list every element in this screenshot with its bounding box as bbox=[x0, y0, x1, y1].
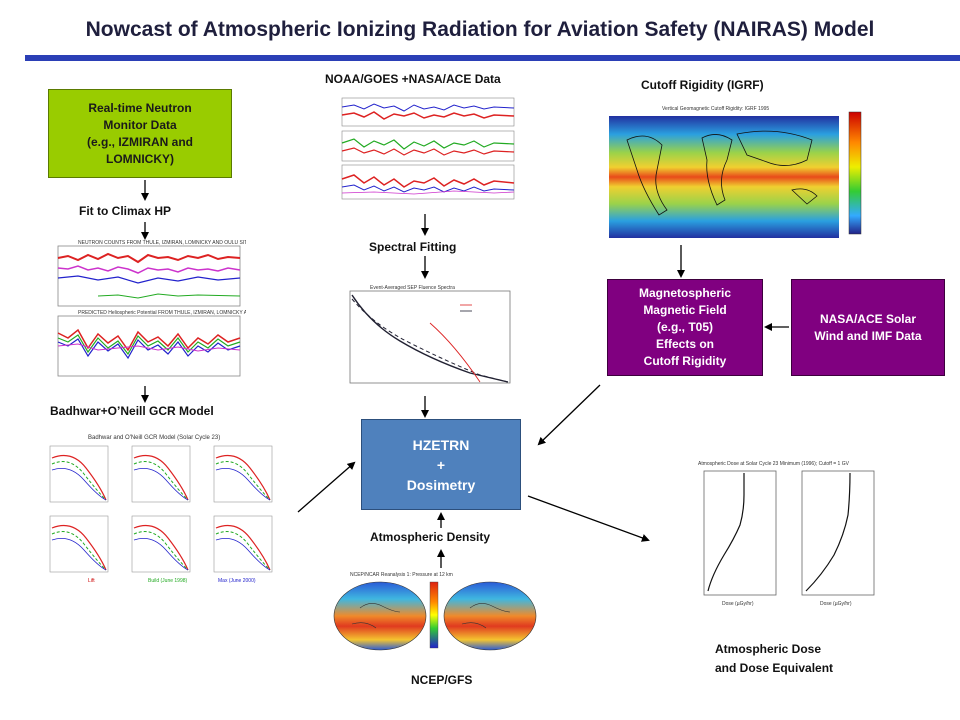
spectral-fit-plot: Event-Averaged SEP Fluence Spectra bbox=[330, 283, 520, 395]
svg-text:Event-Averaged SEP Fluence Spe: Event-Averaged SEP Fluence Spectra bbox=[370, 285, 455, 291]
magnetosphere-box: Magnetospheric Magnetic Field (e.g., T05… bbox=[607, 279, 763, 376]
gcr-model-plots: Badhwar and O'Neill GCR Model (Solar Cyc… bbox=[38, 432, 276, 584]
svg-text:Atmospheric Dose at Solar Cycl: Atmospheric Dose at Solar Cycle 23 Minim… bbox=[698, 461, 850, 467]
svg-text:Dose (µGy/hr): Dose (µGy/hr) bbox=[722, 601, 754, 607]
arrow-magnetosphere-to-hzetrn bbox=[537, 384, 601, 446]
title-underline bbox=[25, 55, 960, 61]
page-title: Nowcast of Atmospheric Ionizing Radiatio… bbox=[85, 18, 875, 41]
magnetosphere-line: Effects on bbox=[655, 337, 714, 351]
neutron-box-line: (e.g., IZMIRAN and bbox=[87, 134, 193, 149]
neutron-box-line: LOMNICKY) bbox=[106, 151, 174, 166]
magnetosphere-line: Magnetic Field bbox=[643, 303, 727, 317]
hzetrn-dosimetry-box: HZETRN + Dosimetry bbox=[361, 419, 521, 510]
cutoff-rigidity-label: Cutoff Rigidity (IGRF) bbox=[641, 78, 764, 92]
badhwar-label: Badhwar+O’Neill GCR Model bbox=[50, 404, 214, 418]
dose-label-line1: Atmospheric Dose bbox=[715, 642, 822, 656]
ncep-gfs-label: NCEP/GFS bbox=[411, 673, 473, 687]
fit-climax-label: Fit to Climax HP bbox=[79, 204, 172, 218]
svg-text:NEUTRON COUNTS FROM THULE, IZM: NEUTRON COUNTS FROM THULE, IZMIRAN, LOMN… bbox=[78, 240, 246, 246]
neutron-box-line: Real-time Neutron bbox=[88, 100, 192, 115]
hzetrn-line: + bbox=[436, 456, 446, 473]
dose-label-line2: and Dose Equivalent bbox=[715, 661, 834, 675]
solar-wind-line: NASA/ACE Solar bbox=[819, 311, 916, 326]
svg-text:Dose (µGy/hr): Dose (µGy/hr) bbox=[820, 601, 852, 607]
svg-text:Badhwar and O'Neill GCR Model: Badhwar and O'Neill GCR Model (Solar Cyc… bbox=[88, 435, 220, 441]
solar-wind-line: Wind and IMF Data bbox=[814, 328, 922, 343]
goes-ace-data-plots bbox=[334, 95, 518, 207]
svg-text:Max (June 2000): Max (June 2000) bbox=[218, 578, 256, 584]
arrow-gcr-to-hzetrn bbox=[297, 461, 356, 513]
cutoff-rigidity-map: Vertical Geomagnetic Cutoff Rigidity: IG… bbox=[607, 100, 869, 242]
neutron-counts-plot: NEUTRON COUNTS FROM THULE, IZMIRAN, LOMN… bbox=[38, 238, 246, 384]
magnetosphere-line: (e.g., T05) bbox=[656, 320, 713, 334]
svg-text:PREDICTED Heliospheric Potenti: PREDICTED Heliospheric Potential FROM TH… bbox=[78, 310, 246, 316]
arrow-hzetrn-to-dose bbox=[527, 495, 650, 542]
svg-text:Build (June 1998): Build (June 1998) bbox=[148, 578, 188, 584]
hzetrn-line: Dosimetry bbox=[406, 476, 476, 493]
neutron-monitor-box: Real-time Neutron Monitor Data (e.g., IZ… bbox=[48, 89, 232, 178]
magnetosphere-line: Magnetospheric bbox=[638, 286, 731, 300]
hzetrn-line: HZETRN bbox=[412, 436, 470, 453]
spectral-fitting-label: Spectral Fitting bbox=[369, 240, 457, 254]
neutron-box-line: Monitor Data bbox=[103, 117, 177, 132]
svg-text:Lift: Lift bbox=[88, 578, 95, 584]
ncep-pressure-maps: NCEP/NCAR Reanalysis 1: Pressure at 12 k… bbox=[330, 568, 540, 654]
atmospheric-density-label: Atmospheric Density bbox=[370, 530, 491, 544]
magnetosphere-line: Cutoff Rigidity bbox=[643, 354, 727, 368]
goes-ace-label: NOAA/GOES +NASA/ACE Data bbox=[325, 72, 501, 86]
svg-text:NCEP/NCAR Reanalysis 1: Pressu: NCEP/NCAR Reanalysis 1: Pressure at 12 k… bbox=[350, 572, 453, 578]
atmospheric-dose-plots: Atmospheric Dose at Solar Cycle 23 Minim… bbox=[672, 455, 882, 610]
solar-wind-box: NASA/ACE Solar Wind and IMF Data bbox=[791, 279, 945, 376]
svg-text:Vertical Geomagnetic Cutoff Ri: Vertical Geomagnetic Cutoff Rigidity: IG… bbox=[662, 106, 769, 112]
